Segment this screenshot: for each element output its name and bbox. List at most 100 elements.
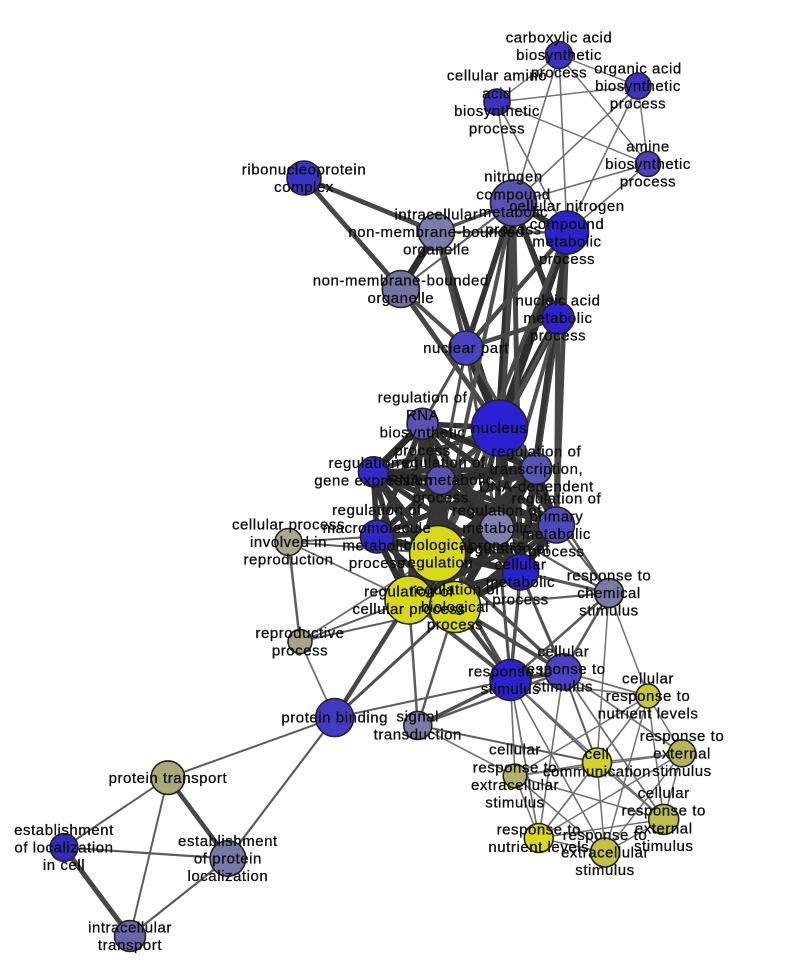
svg-text:biological: biological	[421, 599, 489, 616]
svg-text:cellular: cellular	[537, 643, 589, 660]
svg-text:non-membrane-bounded: non-membrane-bounded	[348, 224, 524, 241]
svg-text:cellular amino: cellular amino	[447, 68, 547, 85]
svg-text:nitrogen: nitrogen	[484, 169, 543, 186]
svg-text:chemical: chemical	[577, 585, 641, 602]
svg-text:extracellular: extracellular	[561, 845, 649, 862]
svg-text:DNA-dependent: DNA-dependent	[479, 479, 594, 496]
svg-text:process: process	[528, 544, 584, 561]
svg-text:transport: transport	[98, 937, 162, 954]
svg-text:process: process	[530, 328, 586, 345]
svg-text:transcription,: transcription,	[490, 461, 584, 478]
svg-text:metabolic: metabolic	[532, 233, 601, 250]
svg-text:stimulus: stimulus	[579, 603, 638, 620]
svg-text:biological: biological	[404, 537, 472, 554]
svg-text:regulation of: regulation of	[364, 583, 454, 600]
svg-text:amine: amine	[626, 139, 670, 156]
svg-text:stimulus: stimulus	[634, 838, 693, 855]
svg-text:regulation of: regulation of	[512, 491, 602, 508]
svg-text:establishment: establishment	[14, 822, 114, 839]
svg-text:process: process	[469, 121, 525, 138]
svg-text:process: process	[485, 222, 541, 239]
svg-text:stimulus: stimulus	[575, 862, 634, 879]
svg-text:response to: response to	[473, 759, 557, 776]
svg-text:process: process	[610, 96, 666, 113]
svg-text:metabolic: metabolic	[523, 310, 592, 327]
svg-text:regulation: regulation	[402, 555, 473, 572]
svg-text:extracellular: extracellular	[471, 777, 559, 794]
svg-text:response to: response to	[621, 803, 705, 820]
svg-text:regulation of: regulation of	[329, 455, 419, 472]
svg-text:organic acid: organic acid	[594, 61, 681, 78]
svg-text:response to: response to	[497, 821, 581, 838]
svg-text:metabolic: metabolic	[522, 526, 591, 543]
svg-text:stimulus: stimulus	[534, 679, 593, 696]
svg-text:nutrient levels: nutrient levels	[488, 839, 589, 856]
svg-text:biosynthetic: biosynthetic	[454, 103, 540, 120]
svg-text:RNA: RNA	[406, 407, 439, 424]
svg-text:nucleus: nucleus	[472, 420, 528, 437]
svg-text:biosynthetic: biosynthetic	[605, 156, 691, 173]
svg-text:metabolic: metabolic	[342, 537, 411, 554]
svg-text:external: external	[653, 745, 711, 762]
svg-text:reproduction: reproduction	[244, 552, 334, 569]
svg-text:response to: response to	[567, 568, 651, 585]
svg-text:cellular: cellular	[638, 785, 690, 802]
svg-text:process: process	[539, 251, 595, 268]
svg-text:organelle: organelle	[403, 242, 470, 259]
svg-text:localization: localization	[187, 868, 268, 885]
svg-text:intracellular: intracellular	[394, 207, 478, 224]
svg-text:involved in: involved in	[250, 534, 327, 551]
svg-text:complex: complex	[274, 179, 334, 196]
svg-text:compound: compound	[476, 186, 550, 203]
svg-text:regulation of: regulation of	[460, 541, 550, 558]
svg-text:protein binding: protein binding	[281, 710, 388, 727]
svg-text:compound: compound	[530, 216, 604, 233]
svg-text:of protein: of protein	[194, 851, 262, 868]
svg-text:process: process	[492, 592, 548, 609]
svg-text:ribonucleoprotein: ribonucleoprotein	[242, 161, 366, 178]
svg-text:cellular: cellular	[489, 742, 541, 759]
svg-text:process: process	[469, 538, 525, 555]
svg-text:stimulus: stimulus	[481, 681, 540, 698]
svg-text:carboxylic acid: carboxylic acid	[506, 30, 613, 47]
svg-text:cellular process: cellular process	[232, 517, 345, 534]
svg-text:biosynthetic: biosynthetic	[380, 425, 466, 442]
svg-text:non-membrane-bounded: non-membrane-bounded	[313, 272, 489, 289]
svg-text:signal: signal	[397, 709, 440, 726]
svg-text:response to: response to	[606, 688, 690, 705]
svg-text:nucleic acid: nucleic acid	[516, 293, 601, 310]
svg-text:process: process	[272, 642, 328, 659]
svg-text:metabolic: metabolic	[486, 574, 555, 591]
svg-text:regulation of: regulation of	[378, 390, 468, 407]
svg-text:of localization: of localization	[14, 840, 113, 857]
svg-text:response to: response to	[521, 661, 605, 678]
svg-text:regulation of: regulation of	[452, 503, 542, 520]
svg-text:cellular nitrogen: cellular nitrogen	[509, 198, 624, 215]
svg-text:regulation of: regulation of	[492, 443, 582, 460]
svg-text:nuclear part: nuclear part	[423, 340, 509, 357]
svg-text:process: process	[427, 617, 483, 634]
svg-text:macromolecule: macromolecule	[323, 520, 432, 537]
svg-text:transduction: transduction	[374, 726, 462, 743]
svg-text:cellular: cellular	[622, 671, 674, 688]
svg-text:process: process	[531, 65, 587, 82]
svg-text:regulation of: regulation of	[332, 502, 422, 519]
svg-text:cell: cell	[585, 746, 610, 763]
svg-text:stimulus: stimulus	[485, 795, 544, 812]
svg-text:stimulus: stimulus	[652, 763, 711, 780]
svg-text:reproductive: reproductive	[255, 625, 344, 642]
svg-text:process: process	[620, 174, 676, 191]
svg-text:regulation of: regulation of	[396, 455, 486, 472]
svg-text:response to: response to	[468, 663, 552, 680]
svg-text:response to: response to	[563, 827, 647, 844]
svg-text:acid: acid	[482, 85, 512, 102]
svg-text:in cell: in cell	[43, 857, 85, 874]
svg-text:cellular: cellular	[495, 557, 547, 574]
svg-text:biosynthetic: biosynthetic	[595, 78, 681, 95]
svg-text:metabolic: metabolic	[479, 204, 548, 221]
svg-text:establishment: establishment	[178, 833, 278, 850]
svg-text:protein transport: protein transport	[109, 770, 228, 787]
svg-text:RNA metabolic: RNA metabolic	[388, 472, 494, 489]
svg-text:process: process	[413, 490, 469, 507]
svg-text:organelle: organelle	[367, 290, 434, 307]
